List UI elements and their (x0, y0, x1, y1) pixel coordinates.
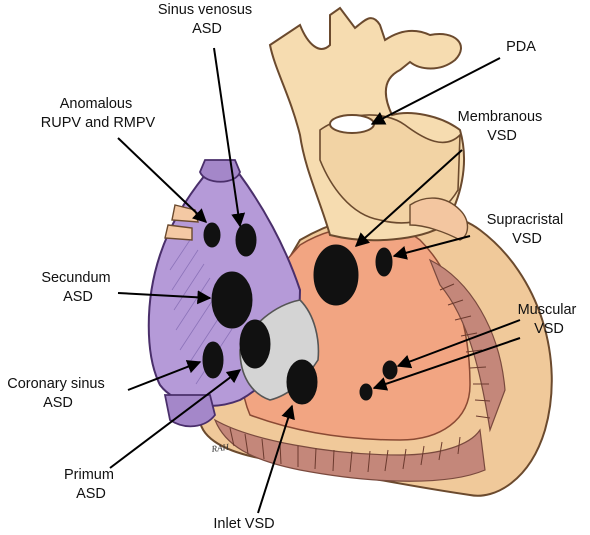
label-muscular: Muscular VSD (518, 302, 581, 337)
arrow-anomalous (117, 137, 208, 223)
arrow-muscular-upper (396, 319, 521, 369)
defect-primum (239, 319, 271, 369)
label-primum: Primum ASD (64, 467, 118, 502)
arrow-muscular-lower (372, 337, 521, 391)
defect-sinus-venosus (235, 223, 257, 257)
defect-anomalous (203, 222, 221, 248)
arrow-primum (109, 369, 242, 469)
arrow-inlet (257, 404, 295, 514)
label-sinus-venosus: Sinus venosus ASD (158, 2, 256, 37)
defect-muscular-upper (382, 360, 398, 380)
defect-membranous (313, 244, 359, 306)
defect-muscular-lower (359, 383, 373, 401)
arrow-secundum (117, 290, 212, 305)
label-inlet: Inlet VSD (213, 516, 274, 532)
arrow-sinus-venosus (213, 47, 246, 228)
label-anomalous: Anomalous RUPV and RMPV (41, 96, 156, 131)
artist-signature: RAH (210, 442, 230, 455)
pulmonary-vein-lower (164, 224, 193, 241)
defect-coronary-sinus (202, 341, 224, 379)
arrow-pda (370, 57, 501, 125)
label-pda: PDA (506, 39, 536, 55)
superior-vena-cava (199, 159, 241, 183)
defect-supracristal (375, 247, 393, 277)
arrow-membranous (354, 149, 463, 247)
annotation-arrows (109, 47, 521, 514)
defect-secundum (211, 271, 253, 329)
defect-inlet (286, 359, 318, 405)
label-supracristal: Supracristal VSD (487, 212, 568, 247)
label-membranous: Membranous VSD (458, 109, 547, 144)
arrow-coronary-sinus (127, 360, 202, 391)
inferior-vena-cava (163, 394, 216, 428)
arrow-supracristal (392, 235, 471, 260)
label-secundum: Secundum ASD (41, 270, 114, 305)
pda-opening (329, 114, 375, 134)
label-coronary-sinus: Coronary sinus ASD (7, 376, 109, 411)
trabeculae (213, 258, 506, 482)
heart-illustration: RAH (147, 6, 553, 497)
labels: Sinus venosus ASD Anomalous RUPV and RMP… (7, 2, 581, 532)
